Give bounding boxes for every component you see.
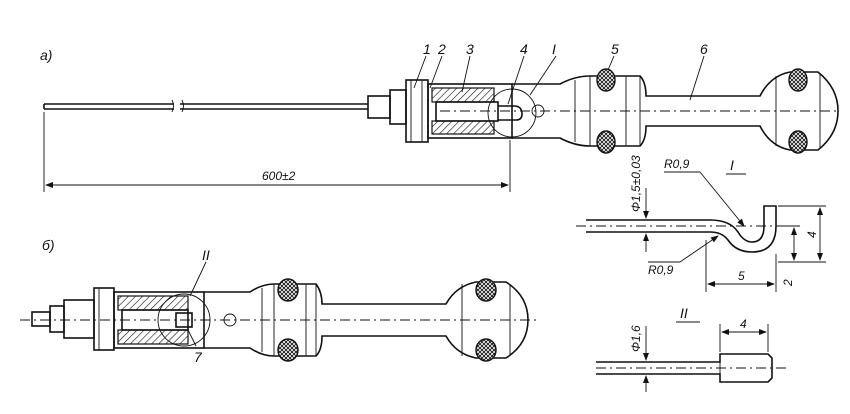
- leaders-b: II 7: [187, 247, 210, 365]
- part-label-7: 7: [194, 349, 203, 365]
- part-label-4: 4: [520, 41, 528, 57]
- wire-a: [43, 99, 368, 113]
- detail-I-height: 4: [805, 231, 819, 238]
- tip-b: [31, 287, 115, 351]
- view-b: б): [20, 237, 540, 365]
- leaders-a: 1 2 3 4 I 5 6: [413, 41, 708, 105]
- detail-II: II Φ1,6 4: [596, 305, 790, 392]
- detail-I-radius-top: R0,9: [664, 157, 690, 171]
- detail-I-title: I: [730, 157, 734, 173]
- collet-nut-a: [367, 79, 429, 143]
- sleeve-section-a: [427, 83, 537, 139]
- view-b-label: б): [42, 237, 55, 253]
- part-label-6: 6: [700, 41, 708, 57]
- detail-I-radius-bottom: R0,9: [648, 263, 674, 277]
- detail-I-offset: 2: [781, 279, 795, 287]
- detail-II-diameter: Φ1,6: [629, 325, 643, 352]
- part-label-2: 2: [437, 41, 446, 57]
- detail-I-diameter: Φ1,5±0,03: [629, 155, 643, 212]
- handle-body-b: [20, 278, 540, 362]
- detail-mark-II: II: [202, 247, 210, 263]
- part-label-1: 1: [423, 41, 431, 57]
- view-a: а): [40, 41, 839, 192]
- detail-I-width: 5: [738, 269, 745, 283]
- view-a-label: а): [40, 47, 52, 63]
- length-label: 600±2: [262, 169, 296, 183]
- detail-I: I Φ1,5±0,03 R0,9 R0,9 5 4 2: [576, 155, 826, 292]
- part-label-3: 3: [466, 41, 474, 57]
- detail-II-title: II: [680, 305, 688, 321]
- length-dimension: 600±2: [43, 112, 511, 192]
- detail-II-width: 4: [740, 317, 747, 331]
- handle-body-a: [440, 68, 839, 154]
- part-label-5: 5: [611, 41, 619, 57]
- detail-mark-I: I: [552, 41, 556, 57]
